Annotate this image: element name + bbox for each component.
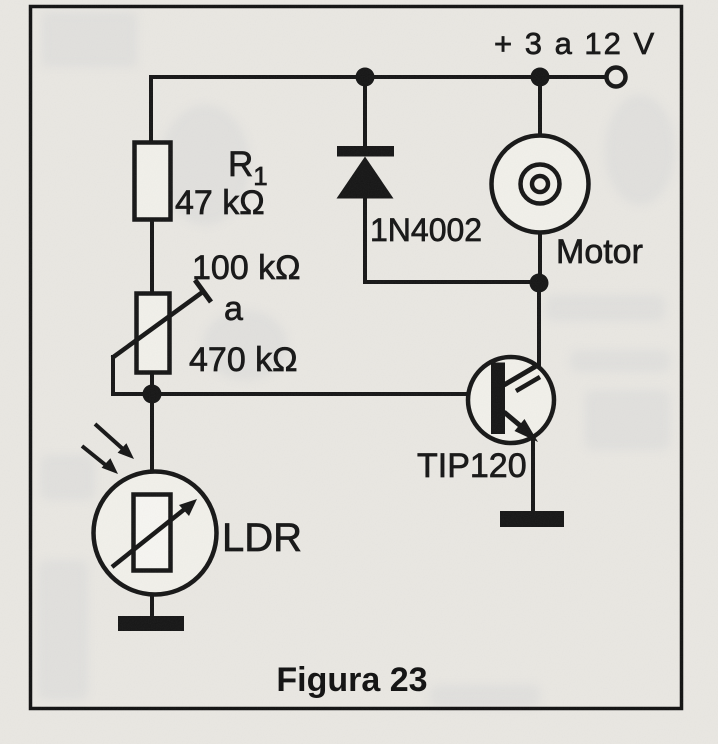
circuit-figure: + 3 a 12 V R1 47 kΩ 100 kΩ a 470 kΩ 1N40… bbox=[0, 0, 718, 744]
scanned-page: + 3 a 12 V R1 47 kΩ 100 kΩ a 470 kΩ 1N40… bbox=[0, 0, 718, 744]
paper-grain-overlay bbox=[0, 0, 718, 744]
